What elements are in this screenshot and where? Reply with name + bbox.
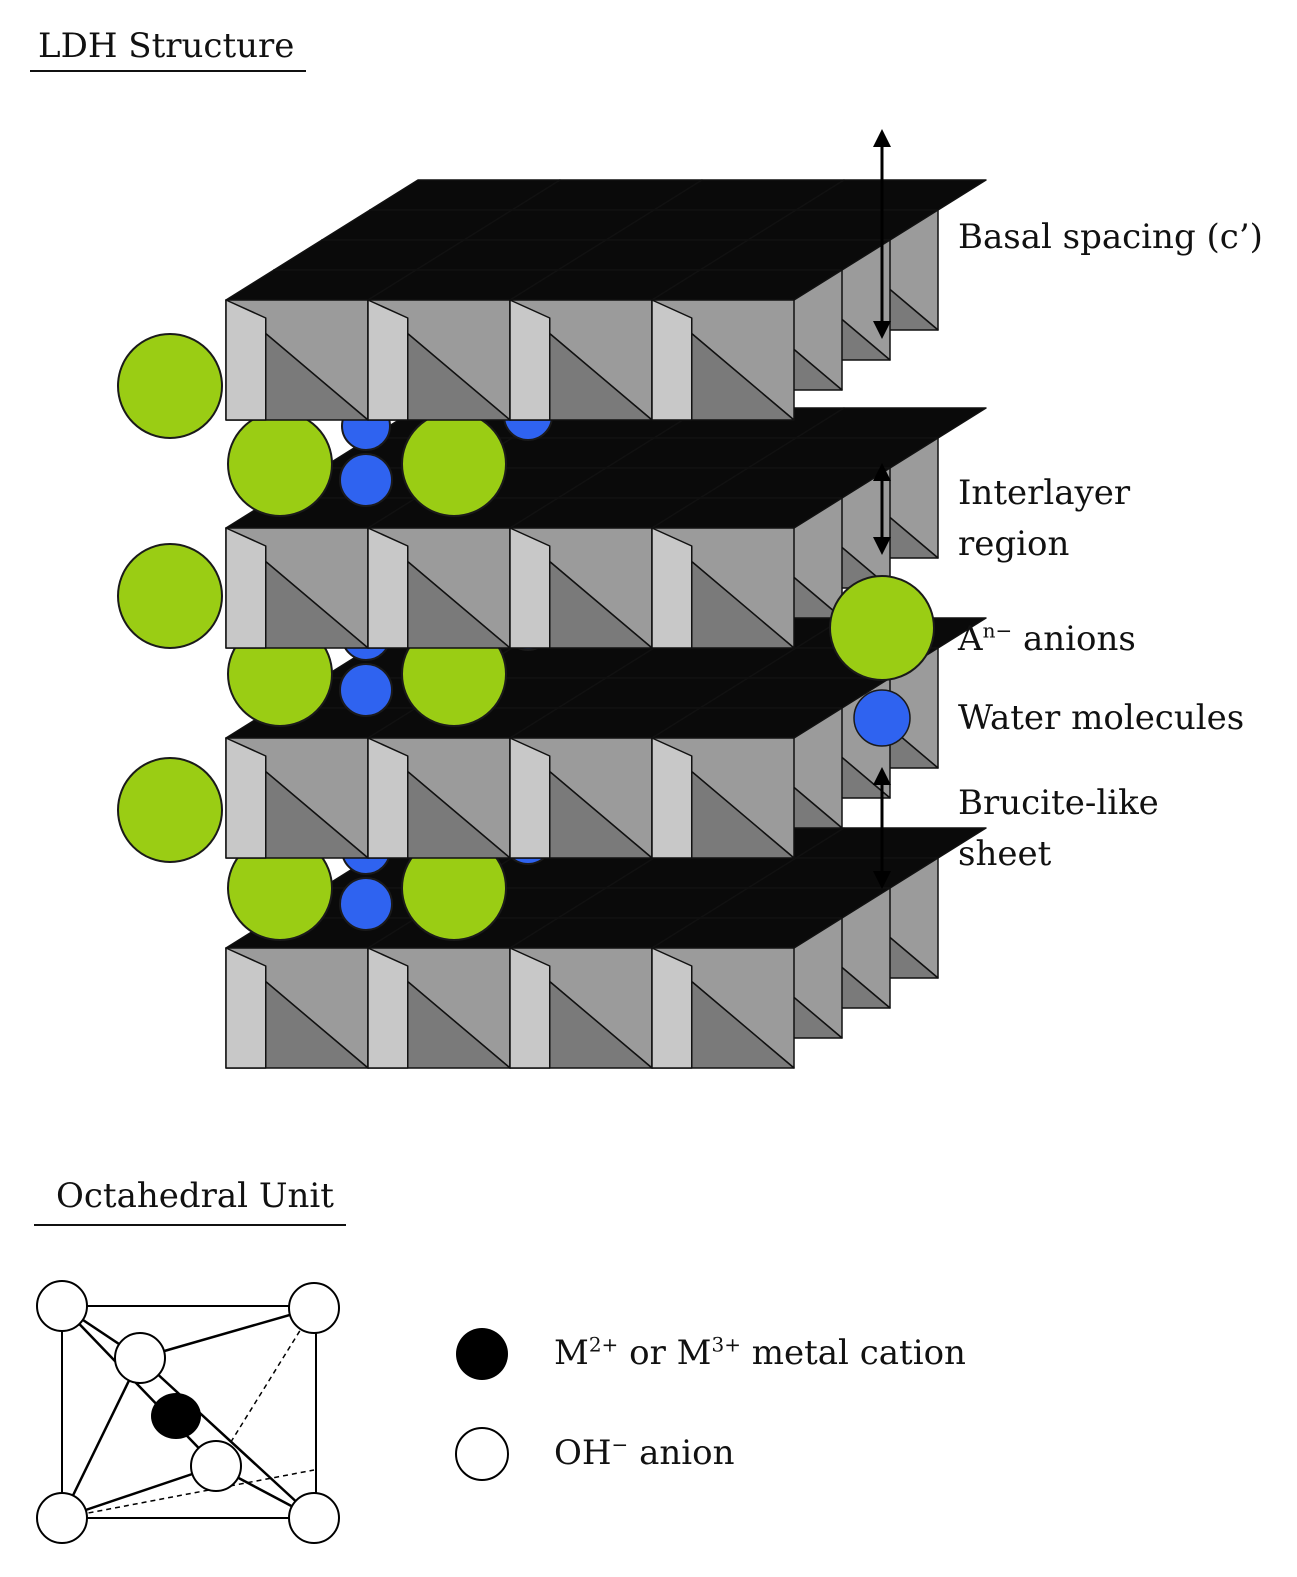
octahedron-side-face <box>651 299 693 421</box>
oh-label-charge: − <box>611 1432 629 1457</box>
anion-sphere <box>117 757 223 863</box>
anion-sphere <box>117 333 223 439</box>
octahedron-side-face <box>509 527 551 649</box>
brucite-sheet-line1: Brucite-like <box>958 783 1159 823</box>
metal-label-charge2: 3+ <box>711 1332 741 1357</box>
octahedron-side-face <box>225 299 267 421</box>
ldh-stack <box>117 179 987 1069</box>
ldh-heading-underline <box>30 70 306 72</box>
octahedron-side-face <box>225 947 267 1069</box>
water-sphere <box>339 877 393 931</box>
octahedron-side-face <box>509 299 551 421</box>
anions-label-charge: n− <box>982 618 1013 643</box>
water-sphere <box>339 663 393 717</box>
octahedron-side-face <box>509 737 551 859</box>
oh-label-rest: anion <box>628 1433 735 1473</box>
oh-anion-label: OH− anion <box>554 1428 735 1479</box>
metal-cation-label: M2+ or M3+ metal cation <box>554 1328 966 1379</box>
interlayer-region-line1: Interlayer <box>958 473 1131 513</box>
octahedron-side-face <box>367 299 409 421</box>
interlayer-region-line2: region <box>958 524 1070 564</box>
water-sphere <box>339 453 393 507</box>
brucite-sheet-bottom <box>225 827 987 1069</box>
metal-label-m1: M <box>554 1333 589 1373</box>
anion-sphere <box>117 543 223 649</box>
octahedron-side-face <box>367 527 409 649</box>
ldh-structure-heading: LDH Structure <box>38 26 295 66</box>
brucite-sheet-lower-middle <box>225 617 987 859</box>
octahedron-side-face <box>651 737 693 859</box>
metal-label-or: or M <box>618 1333 712 1373</box>
octahedral-heading-underline <box>34 1224 346 1226</box>
interlayer-region-label: Interlayer region <box>958 468 1130 570</box>
octahedron-side-face <box>651 527 693 649</box>
anion-sphere <box>401 411 507 517</box>
brucite-sheet-upper-middle <box>225 407 987 649</box>
octahedral-unit-heading: Octahedral Unit <box>56 1176 334 1216</box>
octahedron-side-face <box>367 947 409 1069</box>
octahedron-side-face <box>651 947 693 1069</box>
anions-label-base: A <box>958 619 983 659</box>
octahedron-side-face <box>225 527 267 649</box>
oh-label-base: OH <box>554 1433 612 1473</box>
metal-label-rest: metal cation <box>740 1333 966 1373</box>
water-molecules-label: Water molecules <box>958 698 1245 738</box>
brucite-sheet-top <box>225 179 987 421</box>
anion-sphere <box>227 411 333 517</box>
octahedron-side-face <box>509 947 551 1069</box>
anions-label: An− anions <box>958 614 1136 665</box>
octahedron-side-face <box>225 737 267 859</box>
basal-spacing-label: Basal spacing (c’) <box>958 217 1263 257</box>
anions-label-rest: anions <box>1012 619 1136 659</box>
metal-label-charge1: 2+ <box>588 1332 619 1357</box>
octahedron-side-face <box>367 737 409 859</box>
brucite-sheet-line2: sheet <box>958 834 1052 874</box>
brucite-sheet-label: Brucite-like sheet <box>958 778 1159 880</box>
